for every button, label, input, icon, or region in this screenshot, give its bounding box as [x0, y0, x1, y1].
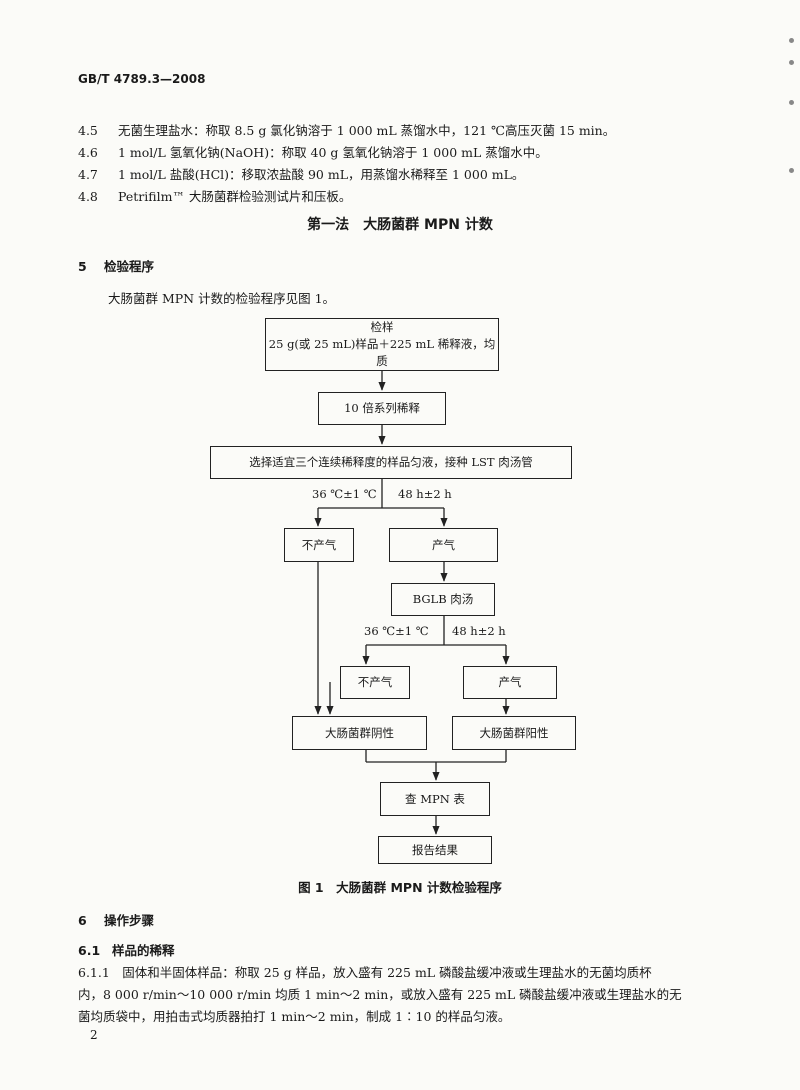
section-num: 5: [78, 259, 87, 274]
paragraph-line: 菌均质袋中，用拍击式均质器拍打 1 min～2 min，制成 1∶10 的样品匀…: [78, 1009, 511, 1024]
paragraph-line: 6.1.1 固体和半固体样品：称取 25 g 样品，放入盛有 225 mL 磷酸…: [78, 965, 652, 980]
flow-gas-label: 产气: [498, 675, 522, 690]
reagent-text: 1 mol/L 盐酸(HCl)：移取浓盐酸 90 mL，用蒸馏水稀释至 1 00…: [118, 167, 525, 182]
page-number: 2: [90, 1028, 98, 1042]
reagent-num: 4.5: [78, 123, 98, 138]
section-title: 样品的稀释: [112, 943, 175, 958]
section-num: 6: [78, 913, 87, 928]
section-num: 6.1: [78, 943, 101, 958]
flow-negative-label: 大肠菌群阴性: [325, 725, 394, 740]
flow-box-sample: 检样 25 g(或 25 mL)样品＋225 mL 稀释液，均质: [265, 318, 499, 371]
reagent-line: 4.7 1 mol/L 盐酸(HCl)：移取浓盐酸 90 mL，用蒸馏水稀释至 1…: [78, 164, 524, 183]
paragraph-line: 内，8 000 r/min～10 000 r/min 均质 1 min～2 mi…: [78, 987, 682, 1002]
figure-caption: 图 1 大肠菌群 MPN 计数检验程序: [298, 880, 502, 895]
flow-inoculate-label: 选择适宜三个连续稀释度的样品匀液，接种 LST 肉汤管: [249, 455, 533, 470]
section-title: 操作步骤: [104, 913, 155, 928]
method-title: 第一法 大肠菌群 MPN 计数: [307, 217, 493, 233]
flow-box-gas-2: 产气: [463, 666, 557, 699]
reagent-line: 4.6 1 mol/L 氢氧化钠(NaOH)：称取 40 g 氢氧化钠溶于 1 0…: [78, 142, 548, 161]
flow-box-negative: 大肠菌群阴性: [292, 716, 427, 750]
standard-number: GB/T 4789.3—2008: [78, 72, 206, 86]
flow-no-gas-label: 不产气: [357, 675, 393, 690]
flow-sample-title: 检样: [370, 320, 394, 335]
flow-box-no-gas-2: 不产气: [340, 666, 410, 699]
flow-sample-desc: 25 g(或 25 mL)样品＋225 mL 稀释液，均质: [268, 337, 496, 368]
flow-gas-label: 产气: [432, 537, 455, 552]
flow-box-report: 报告结果: [378, 836, 492, 864]
section-intro: 大肠菌群 MPN 计数的检验程序见图 1。: [108, 291, 336, 306]
flow-box-bglb: BGLB 肉汤: [391, 583, 495, 616]
section-title: 检验程序: [104, 259, 155, 274]
flow-box-gas-1: 产气: [389, 528, 498, 562]
reagent-text: 无菌生理盐水：称取 8.5 g 氯化钠溶于 1 000 mL 蒸馏水中，121 …: [118, 123, 616, 138]
flow-dilution-label: 10 倍系列稀释: [344, 401, 420, 416]
section-heading-6-1: 6.1 样品的稀释: [78, 940, 175, 959]
flow-bglb-label: BGLB 肉汤: [412, 592, 474, 607]
flow-positive-label: 大肠菌群阳性: [479, 725, 549, 740]
flow-condition-time-2: 48 h±2 h: [452, 624, 506, 638]
reagent-text: Petrifilm™ 大肠菌群检验测试片和压板。: [118, 189, 352, 204]
reagent-line: 4.8 Petrifilm™ 大肠菌群检验测试片和压板。: [78, 186, 351, 205]
section-heading-6: 6 操作步骤: [78, 910, 154, 929]
flow-condition-temp-1: 36 ℃±1 ℃: [312, 487, 377, 501]
reagent-num: 4.6: [78, 145, 98, 160]
flow-box-positive: 大肠菌群阳性: [452, 716, 576, 750]
flow-mpn-label: 查 MPN 表: [405, 791, 465, 806]
reagent-num: 4.8: [78, 189, 98, 204]
reagent-line: 4.5 无菌生理盐水：称取 8.5 g 氯化钠溶于 1 000 mL 蒸馏水中，1…: [78, 120, 615, 139]
section-heading-5: 5 检验程序: [78, 256, 154, 275]
flow-box-dilution: 10 倍系列稀释: [318, 392, 446, 425]
flow-condition-time-1: 48 h±2 h: [398, 487, 452, 501]
flow-condition-temp-2: 36 ℃±1 ℃: [364, 624, 429, 638]
flow-no-gas-label: 不产气: [301, 537, 337, 552]
flow-box-no-gas-1: 不产气: [284, 528, 354, 562]
reagent-num: 4.7: [78, 167, 98, 182]
reagent-text: 1 mol/L 氢氧化钠(NaOH)：称取 40 g 氢氧化钠溶于 1 000 …: [118, 145, 548, 160]
flow-report-label: 报告结果: [412, 842, 458, 857]
flow-box-inoculate: 选择适宜三个连续稀释度的样品匀液，接种 LST 肉汤管: [210, 446, 572, 479]
flow-box-mpn-table: 查 MPN 表: [380, 782, 490, 816]
